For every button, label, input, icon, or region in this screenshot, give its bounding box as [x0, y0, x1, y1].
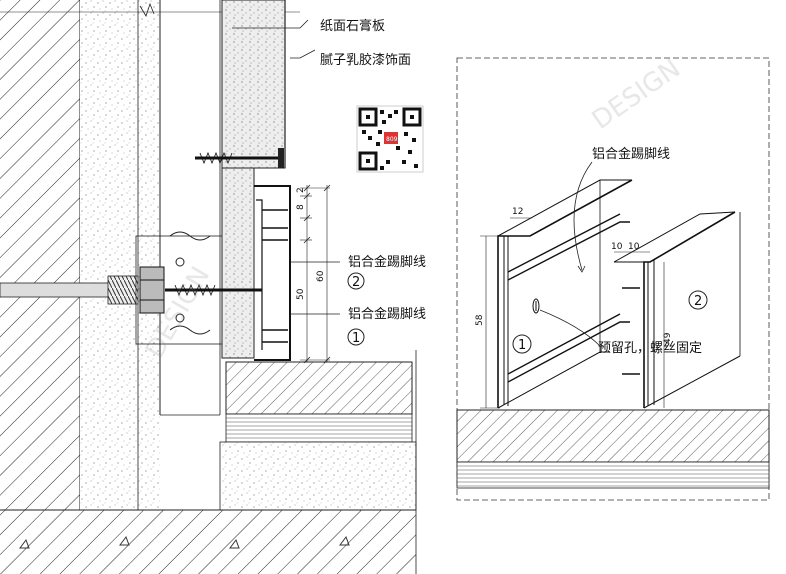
marker-circle-1-left [347, 328, 365, 346]
floor-left [0, 350, 417, 574]
label-hole-note: 预留孔，螺丝固定 [598, 341, 702, 356]
dim-12: 12 [512, 207, 523, 217]
label-putty-paint: 腻子乳胶漆饰面 [320, 52, 411, 68]
screw-lower [165, 283, 262, 297]
dim-10-a: 10 [611, 242, 623, 252]
label-skirting-2: 铝合金踢脚线 [348, 254, 426, 270]
dim-58: 58 [475, 314, 485, 326]
label-skirting-detail: 铝合金踢脚线 [592, 146, 670, 162]
skirting-profile-left [254, 185, 291, 361]
dim-10-b: 10 [628, 242, 640, 252]
skirting-profile-1 [497, 179, 633, 409]
svg-text:DESIGN: DESIGN [587, 54, 686, 136]
marker-1-left: 1 [352, 331, 360, 346]
dim-8: 8 [296, 204, 306, 210]
qr-badge: 809 [386, 136, 398, 143]
label-skirting-1: 铝合金踢脚线 [348, 306, 426, 322]
marker-circle-1-right [512, 334, 532, 354]
dimension-lines-right [480, 217, 665, 409]
dim-2: 2 [296, 187, 306, 193]
dim-50: 50 [296, 288, 306, 300]
dimension-lines-left [300, 184, 331, 364]
marker-2-left: 2 [352, 275, 360, 290]
leader-lines-right [539, 161, 601, 347]
qr-code [356, 105, 424, 173]
label-gypsum-board: 纸面石膏板 [320, 18, 385, 34]
leader-lines-left [232, 19, 340, 315]
gypsum-board [221, 0, 286, 359]
marker-circle-2-left [347, 272, 365, 290]
dim-49: 49 [663, 332, 673, 344]
marker-1-right: 1 [518, 338, 526, 353]
marker-circle-2-right [688, 290, 708, 310]
wall-section [0, 0, 300, 510]
detail-frame [456, 57, 770, 501]
skirting-profile-2 [613, 211, 741, 409]
marker-2-right: 2 [694, 294, 702, 309]
anchor-bolt [0, 231, 223, 345]
dim-60: 60 [316, 270, 326, 282]
floor-right [456, 409, 770, 489]
screw-upper [195, 148, 284, 168]
